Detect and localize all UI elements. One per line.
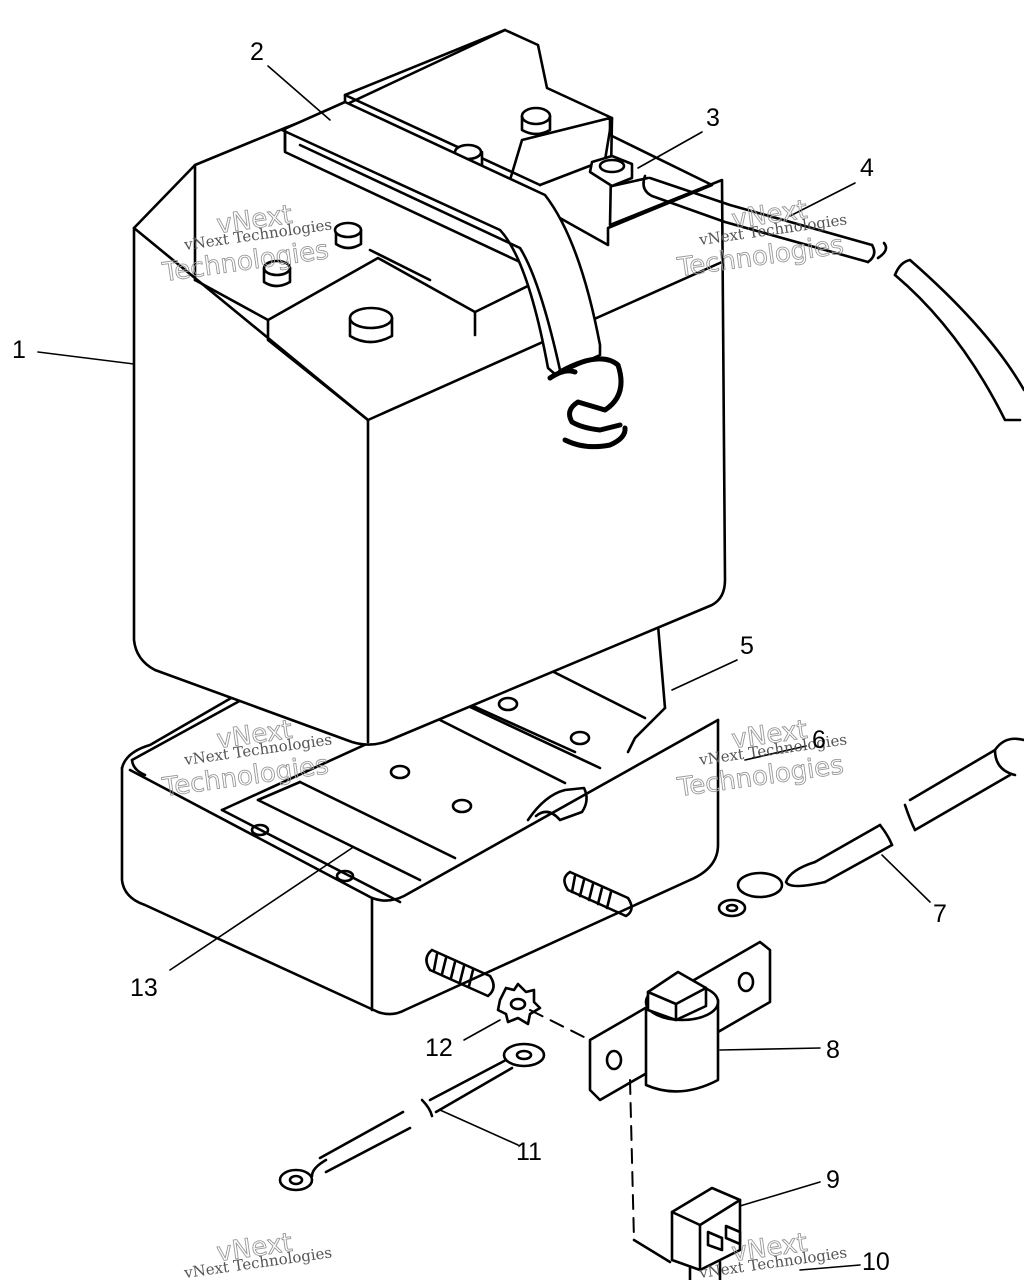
callout-2: 2 (250, 38, 264, 66)
watermark-5: vNext Technologies vNext (182, 1227, 333, 1282)
relay (670, 1186, 742, 1282)
assembly-lines (529, 1009, 635, 1241)
callout-10: 10 (862, 1248, 890, 1276)
callout-13: 13 (130, 974, 158, 1002)
relay-lead (632, 1238, 672, 1264)
callout-1: 1 (12, 336, 26, 364)
callout-7: 7 (933, 900, 947, 928)
callout-6: 6 (812, 726, 826, 754)
callout-5: 5 (740, 632, 754, 660)
stud-bolts (425, 870, 633, 998)
battery-box (120, 688, 720, 1016)
callout-4: 4 (860, 154, 874, 182)
callout-12: 12 (425, 1034, 453, 1062)
watermark-4: vNext Technologies vNext Technologies (674, 714, 848, 803)
battery-strap (280, 100, 628, 450)
callout-11: 11 (516, 1138, 542, 1166)
callout-8: 8 (826, 1036, 840, 1064)
negative-cable (717, 737, 1024, 918)
leader-lines (37, 65, 931, 1271)
star-washer (496, 982, 542, 1026)
solenoid (588, 940, 772, 1102)
positive-cable (610, 174, 1024, 422)
battery (132, 28, 727, 746)
callout-9: 9 (826, 1166, 840, 1194)
callout-3: 3 (706, 104, 720, 132)
ground-cable (278, 1042, 546, 1192)
